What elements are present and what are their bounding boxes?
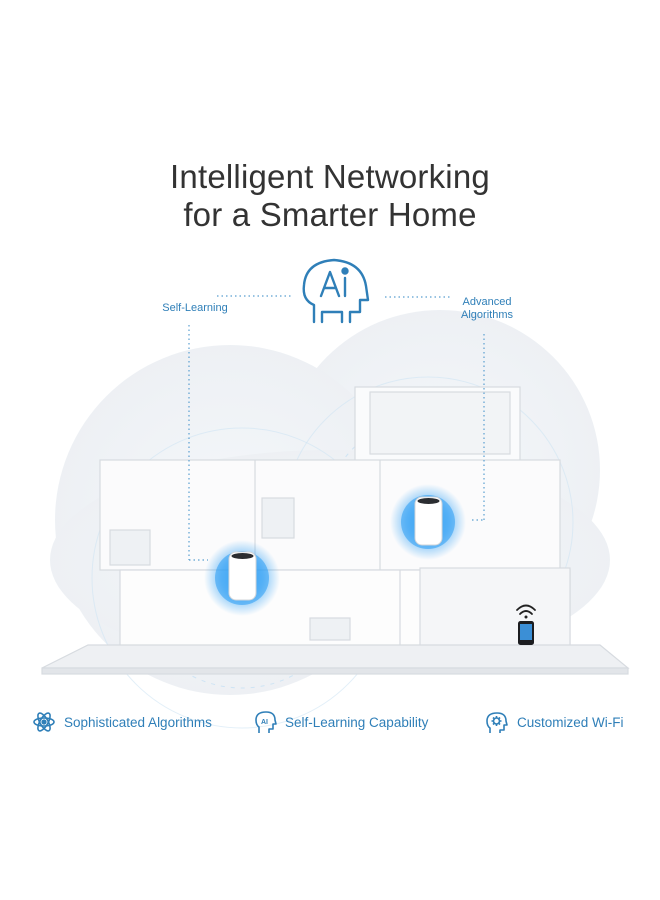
- title-line-1: Intelligent Networking: [170, 158, 490, 195]
- wifi-icon: [516, 604, 536, 619]
- gear-head-icon: [486, 712, 508, 733]
- callout-advanced-algorithms: Advanced Algorithms: [461, 296, 513, 321]
- house-structure: [41, 386, 630, 675]
- router-left: [204, 540, 280, 616]
- callout-lines: [188, 295, 485, 561]
- router-right: [390, 484, 466, 560]
- svg-text:AI: AI: [261, 719, 268, 726]
- feature-customized-wifi: Customized Wi-Fi: [485, 708, 624, 736]
- atom-icon: [33, 712, 55, 732]
- feature-self-learning: AI Self-Learning Capability: [255, 708, 428, 736]
- title-line-2: for a Smarter Home: [183, 196, 477, 233]
- ai-head-icon: [302, 258, 370, 324]
- smartphone-icon: [518, 621, 534, 645]
- feature-sophisticated-algorithms: Sophisticated Algorithms: [32, 708, 212, 736]
- feature-label: Self-Learning Capability: [285, 714, 429, 730]
- callout-self-learning: Self-Learning: [162, 302, 228, 314]
- page-title: Intelligent Networking for a Smarter Hom…: [0, 158, 660, 234]
- ai-head-icon: AI: [255, 711, 277, 733]
- feature-label: Sophisticated Algorithms: [64, 714, 212, 730]
- feature-list: Sophisticated Algorithms AI Self-Learnin…: [0, 708, 660, 736]
- feature-label: Customized Wi-Fi: [517, 714, 624, 730]
